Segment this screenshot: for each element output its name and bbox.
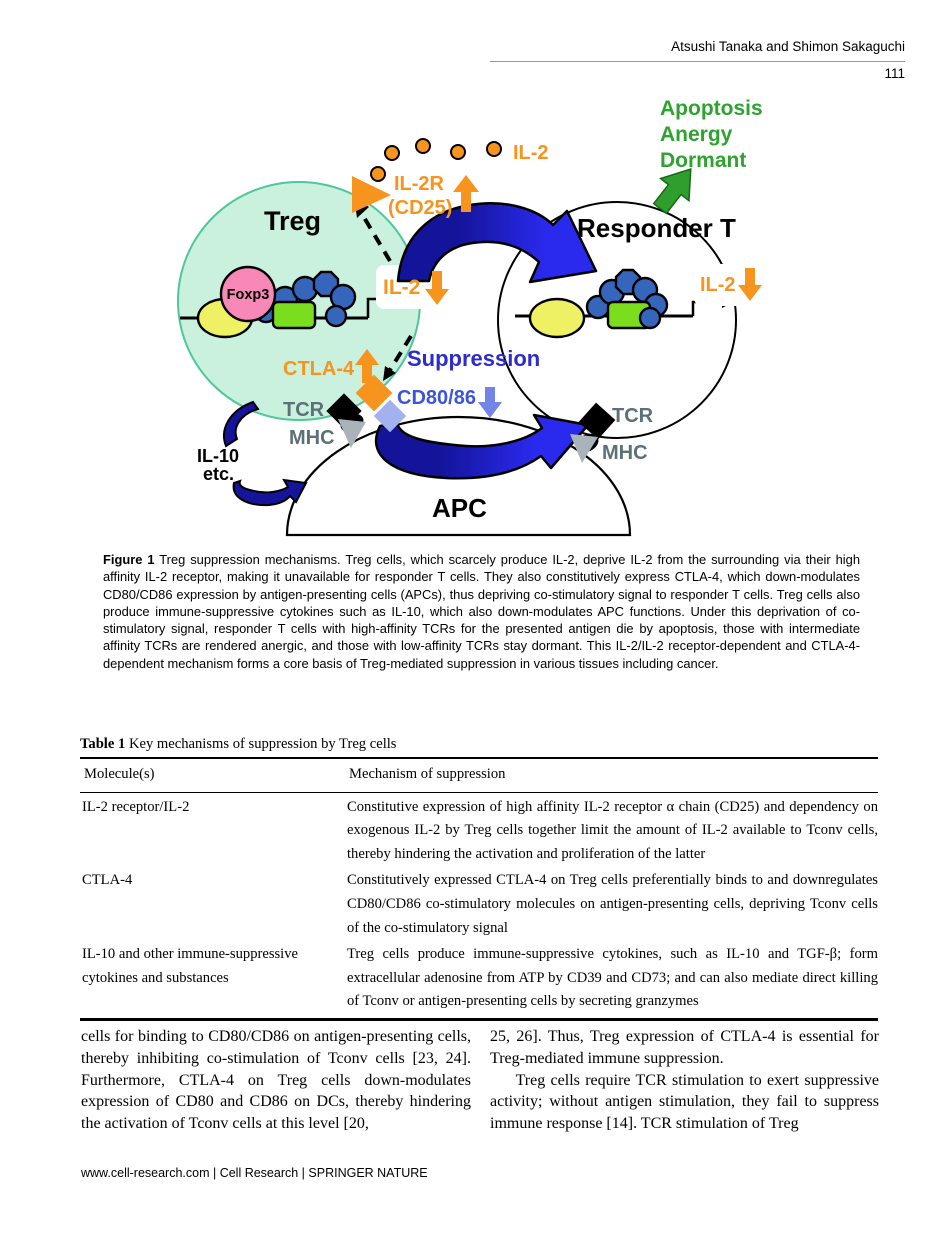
apc-label: APC [432,493,487,523]
tcr-left-label: TCR [283,399,325,421]
table-row: CTLA-4 Constitutively expressed CTLA-4 o… [80,866,878,940]
anergy-label: Anergy [660,123,733,146]
header-rule [490,61,905,62]
treg-label: Treg [264,206,321,236]
mechanism-cell: Constitutively expressed CTLA-4 on Treg … [347,872,878,936]
il10-label: IL-10 [197,446,239,466]
figure-caption-label: Figure 1 [103,552,155,567]
table-row: IL-2 receptor/IL-2 Constitutive expressi… [80,793,878,867]
ctla4-molecule [355,374,393,412]
etc-label: etc. [203,464,234,484]
foxp3-label: Foxp3 [227,287,270,303]
il2-uptake-dashed-arrow [357,207,392,263]
molecule-cell: CTLA-4 [82,872,133,889]
apc-to-responder-arrow [374,413,590,480]
cd25-label: (CD25) [388,197,452,219]
cd8086-down-arrow [478,387,502,418]
il2-dots [370,138,502,182]
table-header-row: Molecule(s) Mechanism of suppression [80,759,878,793]
table-1: Table 1 Key mechanisms of suppression by… [80,734,878,1021]
il10-secretion-arc [223,400,260,448]
il2-dot [370,166,386,182]
table-rule-top [80,757,878,759]
table-row: IL-10 and other immune-suppressive cytok… [80,940,878,1014]
figure-caption-text: Treg suppression mechanisms. Treg cells,… [103,552,860,671]
ctla4-label: CTLA-4 [283,358,355,380]
il2-dot [486,141,502,157]
il2-treg-label: IL-2 [383,276,420,299]
treg-to-responder-arrow [396,201,598,284]
body-paragraph: 25, 26]. Thus, Treg expression of CTLA-4… [490,1028,879,1067]
ctla4-transport-dashed-arrow [388,334,413,372]
responder-transcription-complex [515,268,734,339]
column-header-molecule: Molecule(s) [84,766,155,782]
apoptosis-label: Apoptosis [660,97,763,120]
dna-binding-protein [528,297,586,339]
table-title: Table 1 Key mechanisms of suppression by… [80,734,878,754]
mechanism-cell: Treg cells produce immune-suppressive cy… [347,946,878,1010]
il10-to-apc-arrow [232,478,308,507]
suppression-label: Suppression [407,346,540,371]
figure-caption: Figure 1 Treg suppression mechanisms. Tr… [103,551,860,672]
il2-responder-label: IL-2 [700,274,736,296]
il2r-receptor [352,176,391,213]
il2-dot [450,144,466,160]
il2-down-arrow-treg [425,271,449,305]
ctla4-up-arrow [355,349,379,383]
dormant-label: Dormant [660,149,746,172]
page-number: 111 [884,66,905,81]
molecule-cell: IL-2 receptor/IL-2 [82,798,190,815]
dashed-arrowhead [383,366,396,381]
table-title-label: Table 1 [80,736,126,752]
running-head-authors: Atsushi Tanaka and Shimon Sakaguchi [671,39,905,54]
body-text-left-column: cells for binding to CD80/CD86 on antige… [81,1028,471,1133]
table-title-text: Key mechanisms of suppression by Treg ce… [128,736,397,752]
outcome-arrow [652,168,692,215]
tcr-right-label: TCR [612,405,654,427]
il2r-label: IL-2R [394,173,445,195]
mhc-left-label: MHC [289,427,335,449]
responder-t-cell [497,201,737,439]
body-paragraph: Treg cells require TCR stimulation to ex… [490,1071,879,1133]
tcr-molecule [578,402,616,440]
column-header-mechanism: Mechanism of suppression [349,766,506,782]
responder-t-label: Responder T [577,213,736,243]
molecule-cell: IL-10 and other immune-suppressive cytok… [82,946,299,986]
il2-top-label: IL-2 [513,142,549,164]
il2-dot [384,145,400,161]
foxp3-protein [219,265,277,323]
mhc-molecule [570,434,598,463]
body-text-right-column: 25, 26]. Thus, Treg expression of CTLA-4… [490,1026,879,1135]
il2-down-arrow-responder [738,268,762,301]
mhc-right-label: MHC [602,442,648,464]
mechanism-cell: Constitutive expression of high affinity… [347,798,878,862]
il2r-up-arrow [453,175,479,212]
cd8086-label: CD80/86 [397,387,476,409]
figure-1-diagram: Foxp3 [177,97,766,537]
cd80-86-molecule [373,399,407,433]
journal-footer: www.cell-research.com | Cell Research | … [81,1166,428,1180]
il2-dot [415,138,431,154]
table-rule-bottom [80,1017,878,1021]
mhc-molecule [338,419,366,448]
treg-transcription-complex: Foxp3 [180,265,408,339]
